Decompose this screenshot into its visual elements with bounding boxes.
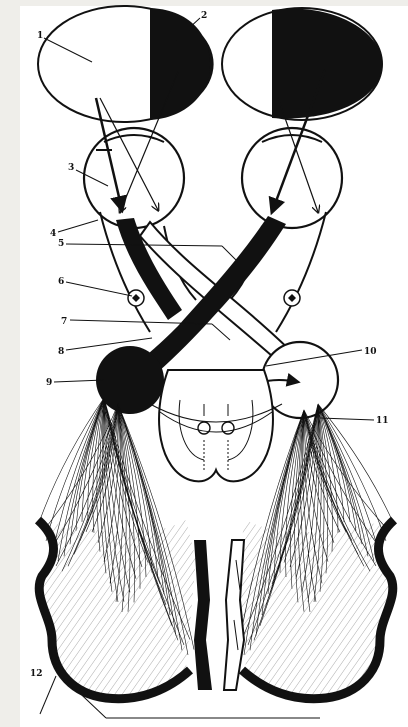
label-10: 10	[364, 347, 377, 357]
left-lgn	[96, 346, 164, 414]
label-1: 1	[37, 31, 43, 41]
label-5: 5	[58, 239, 64, 249]
right-visual-field	[222, 8, 382, 120]
label-6: 6	[58, 277, 64, 287]
label-4: 4	[50, 229, 56, 239]
label-3: 3	[68, 163, 74, 173]
label-12: 12	[30, 669, 43, 679]
label-7: 7	[61, 317, 67, 327]
label-11: 11	[376, 416, 389, 426]
midbrain	[159, 370, 273, 481]
label-2: 2	[201, 11, 207, 21]
right-eye	[242, 128, 342, 228]
left-visual-field	[38, 6, 214, 122]
label-9: 9	[46, 378, 52, 388]
label-8: 8	[58, 347, 64, 357]
